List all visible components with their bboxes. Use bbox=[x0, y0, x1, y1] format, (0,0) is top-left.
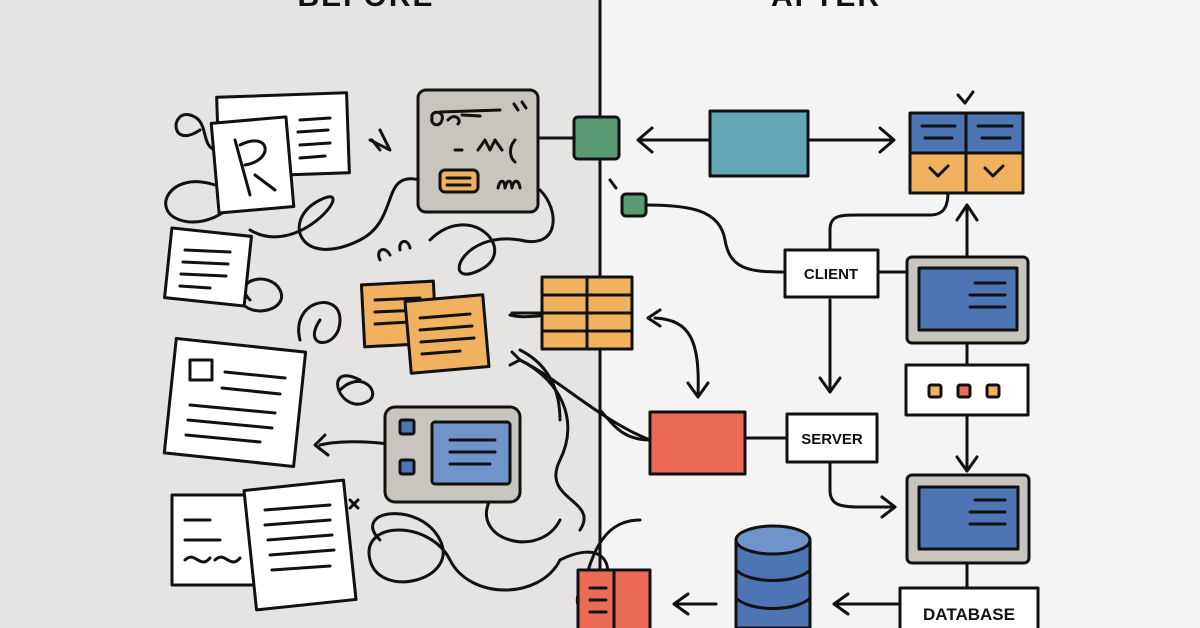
document-sketch-4 bbox=[170, 478, 358, 612]
tick-mark bbox=[608, 178, 618, 190]
green-node-bridge bbox=[572, 115, 621, 161]
client-label: CLIENT bbox=[804, 266, 858, 283]
database-label: DATABASE bbox=[923, 605, 1015, 624]
server-label: SERVER bbox=[801, 431, 863, 448]
document-sketch-3 bbox=[162, 337, 308, 468]
document-sketch-2 bbox=[163, 226, 253, 308]
server-node: SERVER bbox=[785, 412, 879, 464]
monitor-node-1 bbox=[905, 255, 1030, 345]
after-panel bbox=[600, 0, 1200, 628]
split-panel-node bbox=[908, 111, 1025, 195]
device-sketch bbox=[383, 405, 522, 504]
red-doc-node bbox=[576, 568, 652, 628]
green-node-small bbox=[620, 192, 648, 218]
teal-node bbox=[708, 109, 810, 178]
before-heading: BEFORE bbox=[297, 0, 434, 13]
after-heading: AFTER bbox=[771, 0, 881, 13]
database-node: DATABASE bbox=[898, 586, 1040, 628]
monitor-node-2 bbox=[905, 473, 1031, 565]
status-dots-node bbox=[904, 363, 1030, 417]
data-panel-sketch bbox=[416, 88, 540, 214]
client-node: CLIENT bbox=[783, 248, 880, 299]
document-sketch-1 bbox=[209, 91, 351, 215]
orange-table-node bbox=[510, 275, 634, 351]
database-cylinder bbox=[734, 524, 812, 628]
red-node bbox=[648, 410, 747, 476]
sticky-notes bbox=[359, 279, 491, 375]
